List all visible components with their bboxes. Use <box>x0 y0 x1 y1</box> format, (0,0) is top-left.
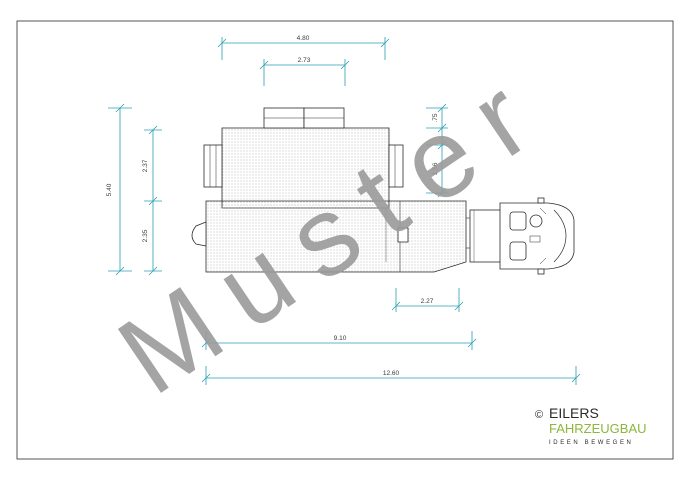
dim-right-lower: 1.56 <box>432 162 439 175</box>
company-logo: © EILERS FAHRZEUGBAU IDEEN BEWEGEN <box>535 405 647 446</box>
dim-right-upper: .75 <box>432 113 439 122</box>
dim-top-outer: 4.80 <box>297 35 310 42</box>
dim-left-total: 5.40 <box>106 183 113 196</box>
body-fitting <box>397 227 409 243</box>
logo-brand: EILERS <box>549 405 599 421</box>
entry-door <box>191 221 207 247</box>
tractor-unit <box>469 197 575 275</box>
driver-seat <box>509 211 527 231</box>
logo-tagline: IDEEN BEWEGEN <box>549 440 633 446</box>
dim-top-inner: 2.73 <box>298 57 311 64</box>
dim-left-upper: 2.37 <box>142 159 149 172</box>
dim-left-lower: 2.35 <box>142 229 149 242</box>
mirror-left <box>537 197 545 204</box>
logo-product: FAHRZEUGBAU <box>549 421 647 436</box>
dimension-lines: 4.80 2.73 5.40 2.37 2.35 .75 1.56 2.27 9… <box>106 35 581 385</box>
drawing-frame <box>16 20 674 460</box>
side-step-left <box>203 144 223 188</box>
side-step-right <box>388 144 404 188</box>
logo-copyright: © <box>535 409 543 421</box>
tractor-chassis <box>469 209 503 263</box>
mirror-right <box>537 268 545 275</box>
steering-wheel <box>529 214 543 228</box>
dim-hitch: 2.27 <box>421 298 434 305</box>
dim-total-length: 12.60 <box>383 370 400 377</box>
passenger-seat <box>509 241 527 261</box>
trailer-plan <box>191 107 474 273</box>
dim-trailer-length: 9.10 <box>334 335 347 342</box>
